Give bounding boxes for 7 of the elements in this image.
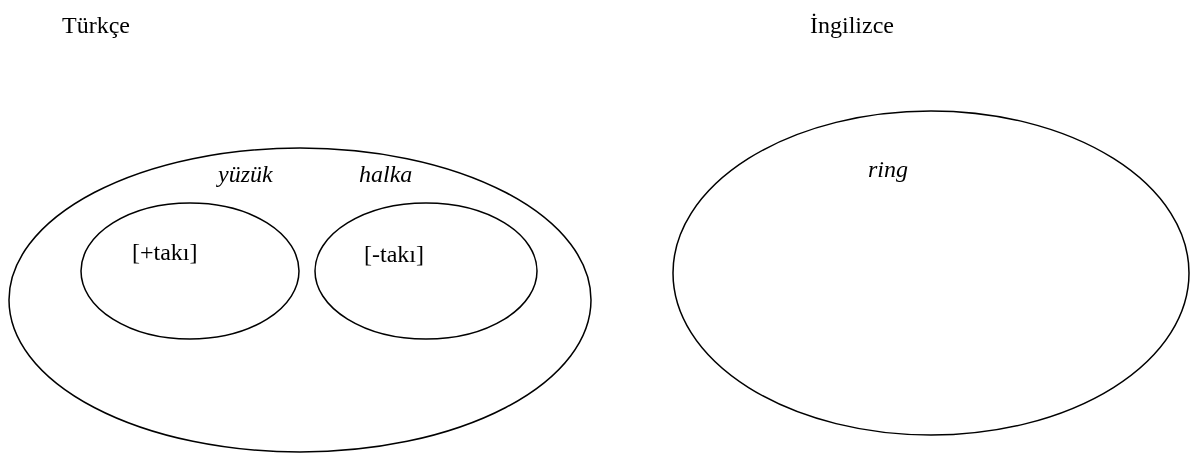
word-label: yüzük [218, 160, 273, 188]
word-label: halka [359, 160, 413, 188]
word-label: ring [868, 155, 908, 183]
language-heading: Türkçe [62, 11, 130, 39]
feature-label: [-takı] [364, 240, 424, 268]
language-heading: İngilizce [810, 11, 894, 39]
feature-label: [+takı] [132, 238, 198, 266]
